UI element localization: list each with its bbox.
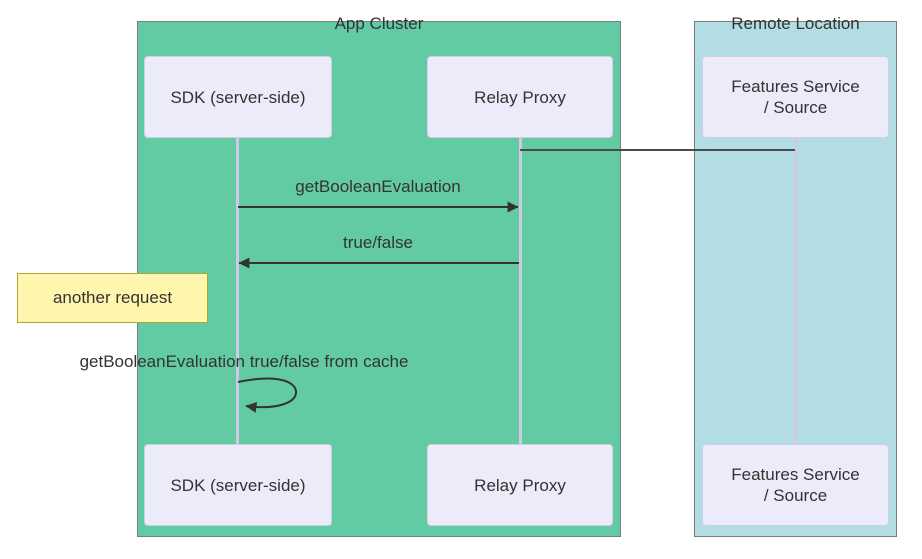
group-title-app-cluster: App Cluster bbox=[334, 14, 424, 33]
lifeline-features-service bbox=[794, 138, 797, 444]
message-label-true-false: true/false bbox=[343, 233, 413, 252]
lifeline-sdk bbox=[236, 138, 239, 444]
note-another-request: another request bbox=[17, 273, 208, 323]
lifeline-relay-proxy bbox=[519, 138, 522, 444]
participant-label-line1: Features Service bbox=[731, 465, 860, 484]
participant-features-service-bottom: Features Service / Source bbox=[702, 444, 889, 526]
participant-label: SDK (server-side) bbox=[170, 475, 306, 495]
message-label-from-cache: getBooleanEvaluation true/false from cac… bbox=[79, 352, 409, 371]
participant-label: Relay Proxy bbox=[474, 87, 566, 107]
participant-label: SDK (server-side) bbox=[170, 87, 306, 107]
group-title-remote-location: Remote Location bbox=[731, 14, 860, 33]
participant-relay-proxy-bottom: Relay Proxy bbox=[427, 444, 613, 526]
participant-relay-proxy-top: Relay Proxy bbox=[427, 56, 613, 138]
participant-label: Relay Proxy bbox=[474, 475, 566, 495]
participant-features-service-top: Features Service / Source bbox=[702, 56, 889, 138]
participant-label-line1: Features Service bbox=[731, 77, 860, 96]
participant-sdk-bottom: SDK (server-side) bbox=[144, 444, 332, 526]
message-label-getbooleanevaluation: getBooleanEvaluation bbox=[295, 177, 461, 196]
participant-label-line2: / Source bbox=[763, 486, 828, 505]
note-text: another request bbox=[52, 288, 173, 307]
participant-sdk-top: SDK (server-side) bbox=[144, 56, 332, 138]
participant-label-line2: / Source bbox=[763, 98, 828, 117]
